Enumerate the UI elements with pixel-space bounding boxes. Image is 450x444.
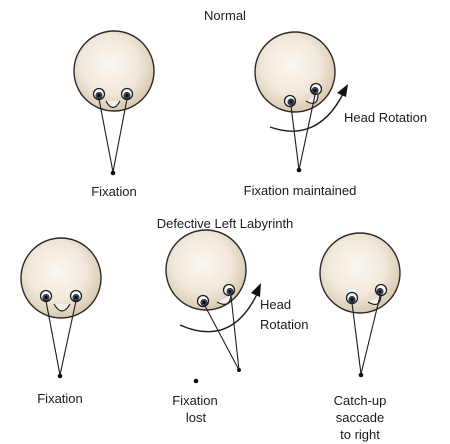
sight-line-left (98, 98, 114, 173)
label-catchup-2: saccade (336, 410, 384, 425)
label-fixation: Fixation (91, 184, 137, 199)
nose (53, 303, 71, 312)
head (73, 30, 155, 112)
nose (105, 100, 121, 109)
label-fixation-lost-1: Fixation (172, 393, 218, 408)
section-title-defective: Defective Left Labyrinth (157, 216, 294, 231)
eye-left (39, 289, 53, 303)
rotation-arrow (179, 291, 259, 333)
label-head: Head (260, 297, 291, 312)
sight-line-right (59, 300, 77, 376)
rotation-arrow-head (337, 84, 348, 97)
fixation-target (296, 167, 302, 173)
figure-normal-fixation: Fixation (73, 30, 155, 199)
label-rotation: Rotation (260, 317, 308, 332)
label-catchup-3: to right (340, 427, 380, 442)
sight-line-right (360, 295, 381, 375)
eye-right (222, 283, 236, 297)
fixation-target (358, 372, 364, 378)
gaze-point (237, 368, 241, 372)
sight-line-left (290, 105, 300, 171)
figure-fixation-lost: Head Rotation Fixation lost (165, 229, 308, 425)
figure-catchup-saccade: Catch-up saccade to right (319, 232, 401, 442)
figure-defective-fixation: Fixation (20, 237, 102, 406)
eye-right (69, 289, 83, 303)
eye-right (309, 82, 323, 96)
sight-line-left (351, 302, 362, 375)
label-fixation-maintained: Fixation maintained (244, 183, 357, 198)
lost-fixation-target (193, 378, 199, 384)
sight-line-right (112, 98, 128, 173)
eye-right (374, 283, 388, 297)
rotation-arrow-head (251, 283, 261, 297)
sight-line-right (298, 94, 316, 171)
nose (367, 295, 382, 306)
fixation-target (57, 373, 63, 379)
head (319, 232, 401, 314)
eye-right (120, 87, 134, 101)
rotation-arrow (269, 91, 345, 132)
label-catchup-1: Catch-up (334, 393, 387, 408)
eye-left (283, 94, 297, 108)
fixation-target (110, 170, 116, 176)
eye-left (196, 294, 210, 308)
label-fixation: Fixation (37, 391, 83, 406)
sight-line-right (230, 295, 240, 371)
section-title-normal: Normal (204, 8, 246, 23)
eye-left (345, 291, 359, 305)
sight-line-left (45, 300, 61, 376)
figure-fixation-maintained: Head Rotation Fixation maintained (244, 31, 427, 198)
label-head-rotation: Head Rotation (344, 110, 427, 125)
label-fixation-lost-2: lost (186, 410, 207, 425)
eye-left (92, 87, 106, 101)
sight-line-left (204, 305, 240, 371)
